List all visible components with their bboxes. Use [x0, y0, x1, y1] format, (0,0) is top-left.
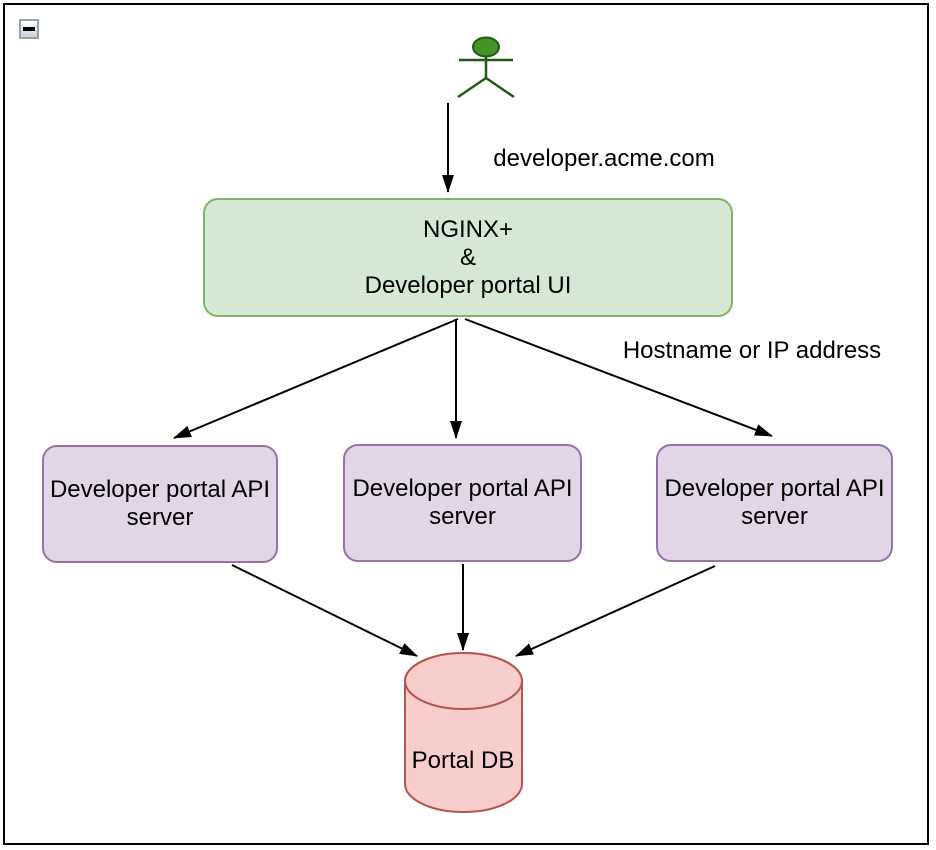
edge-server-3-to-db[interactable]	[515, 565, 716, 657]
node-api-server-2[interactable]: Developer portal API server	[343, 444, 582, 562]
gateway-label-line2: &	[459, 243, 476, 271]
api-server-2-label: Developer portal API server	[352, 475, 573, 530]
edge-label-hostname-or-ip: Hostname or IP address	[622, 337, 882, 364]
edge-gateway-to-server-1[interactable]	[173, 318, 459, 439]
collapse-group-button[interactable]	[19, 19, 39, 39]
api-server-3-label: Developer portal API server	[664, 475, 885, 530]
gateway-label-line1: NGINX+	[422, 215, 514, 243]
edge-gateway-to-server-3[interactable]	[464, 318, 773, 437]
node-api-server-1[interactable]: Developer portal API server	[42, 445, 278, 563]
node-api-server-3[interactable]: Developer portal API server	[656, 444, 893, 562]
edge-server-1-to-db[interactable]	[231, 564, 418, 657]
node-nginx-gateway[interactable]: NGINX+ & Developer portal UI	[203, 198, 733, 317]
gateway-label-line3: Developer portal UI	[364, 271, 572, 299]
edge-label-request-host: developer.acme.com	[493, 145, 715, 172]
user-actor-icon[interactable]	[457, 36, 515, 99]
database-label: Portal DB	[411, 747, 515, 774]
api-server-1-label: Developer portal API server	[49, 476, 271, 531]
database-cylinder[interactable]	[404, 652, 523, 813]
collapse-minus-icon	[23, 27, 35, 31]
